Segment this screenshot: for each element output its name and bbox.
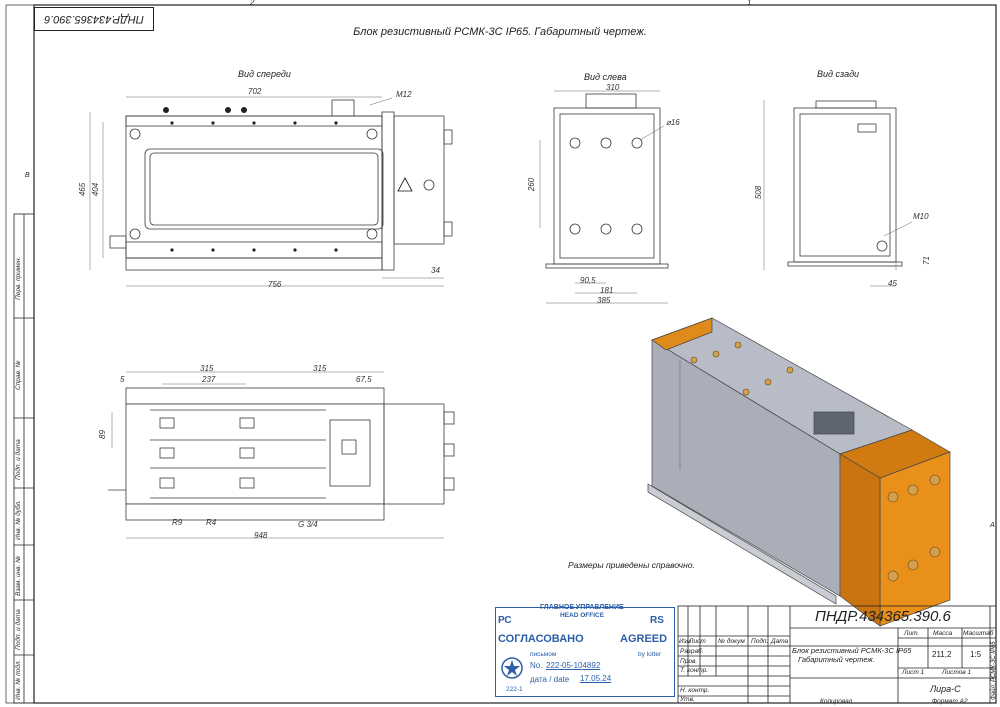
tb-company: Лира-С — [930, 684, 961, 694]
dim-rear-height: 508 — [754, 185, 764, 200]
side-label-2: Справ. № — [15, 360, 22, 390]
front-view — [89, 96, 453, 287]
dim-top-r1: R9 — [172, 518, 183, 527]
side-label-3: Подп. и дата — [15, 439, 22, 480]
tb-role-3: Т. контр. — [680, 667, 709, 674]
dim-top-f: 89 — [97, 430, 107, 439]
stamp-head-ru: ГЛАВНОЕ УПРАВЛЕНИЕ — [540, 604, 624, 611]
dim-left-width: 385 — [597, 296, 611, 305]
stamp-date-label: дата / date — [530, 675, 570, 684]
dim-rear-thread: М10 — [913, 212, 929, 221]
tb-role-4: Н. контр. — [680, 687, 710, 694]
tb-role-5: Утв. — [680, 696, 695, 703]
tb-copied: Копировал — [820, 698, 853, 705]
stamp-rs: RS — [650, 615, 664, 626]
dim-left-height: 260 — [527, 177, 537, 192]
stamp-head-en: HEAD OFFICE — [560, 612, 605, 619]
tb-name-line2: Габаритный чертеж. — [798, 655, 875, 664]
stamp-by-letter: by lotter — [638, 651, 662, 658]
side-label-7: Инв. № подл. — [15, 659, 22, 700]
side-label-5: Взам. инв. № — [15, 555, 22, 596]
stamp-code: 222-1 — [506, 686, 523, 693]
approval-stamp — [495, 607, 675, 697]
tb-sheet: Лист 1 — [902, 669, 925, 676]
tb-doc-number: ПНДР.434365.390.6 — [815, 608, 951, 625]
tb-sheets: Листов 1 — [942, 669, 972, 676]
doc-number-rotated: ПНДР.434365.390.6 — [44, 13, 144, 25]
tb-col-list: Лист — [689, 638, 706, 645]
dim-top-r2: R4 — [206, 518, 217, 527]
tb-role-1: Разраб. — [680, 648, 704, 655]
dim-top-a: 315 — [200, 364, 214, 373]
dim-left-d2: 181 — [600, 286, 614, 295]
top-view — [108, 371, 455, 539]
drawing-title: Блок резистивный РСМК-3С IP65. Габаритны… — [353, 26, 647, 38]
tb-col-izm: Изм — [679, 638, 692, 645]
dim-front-height-total: 465 — [78, 182, 88, 197]
front-bolts — [163, 107, 338, 252]
dim-front-top: 702 — [248, 87, 262, 96]
view-label-left: Вид слева — [584, 72, 627, 82]
dim-front-width: 756 — [268, 280, 282, 289]
stamp-no-value: 222-05-104892 — [546, 661, 601, 670]
tb-lit: Лит. — [904, 630, 920, 637]
stamp-letter-ru: письмом — [530, 651, 557, 658]
isometric-terminals — [690, 341, 941, 582]
dim-left-d1: 90,5 — [580, 276, 596, 285]
side-strip — [13, 213, 35, 704]
left-view — [539, 90, 669, 304]
tb-col-docnum: № докум — [718, 638, 745, 645]
dim-front-height-inner: 404 — [91, 182, 101, 197]
tb-file: Файл: РСМК-3С IP65 — [991, 641, 997, 700]
stamp-emblem-icon — [501, 657, 523, 679]
dim-left-diam: ⌀16 — [666, 118, 680, 127]
tb-scale: Масштаб — [963, 630, 994, 637]
dim-top-d: 5 — [120, 375, 125, 384]
stamp-pc: РС — [498, 615, 512, 626]
rear-view — [763, 100, 913, 287]
view-label-front: Вид спереди — [238, 69, 291, 79]
doc-number-rotated-box: ПНДР.434365.390.6 — [34, 7, 154, 31]
reference-note: Размеры приведены справочно. — [568, 560, 695, 570]
tb-mass: Масса — [933, 630, 953, 637]
dim-top-e: 67,5 — [356, 375, 372, 384]
zone-letter-b: В — [25, 172, 30, 179]
dim-top-width: 948 — [254, 531, 268, 540]
dim-top-b: 315 — [313, 364, 327, 373]
dim-front-offset: 34 — [431, 266, 440, 275]
side-label-4: Инв. № дубл. — [15, 500, 22, 540]
side-label-1: Перв. примен. — [15, 256, 22, 300]
tb-mass-value: 211,2 — [932, 650, 952, 659]
title-block — [677, 605, 997, 704]
dim-front-thread: М12 — [396, 90, 412, 99]
tb-format: Формат А2 — [932, 698, 968, 705]
dim-top-g: G 3/4 — [298, 520, 318, 529]
zone-number-2: 2 — [250, 0, 255, 7]
stamp-date-value: 17.05.24 — [580, 674, 612, 683]
stamp-no-label: No. — [530, 661, 543, 670]
tb-scale-value: 1:5 — [970, 650, 982, 659]
tb-name-line1: Блок резистивный РСМК-3С IP65 — [792, 646, 912, 655]
tb-col-sign: Подп. — [751, 638, 769, 645]
stamp-agreed-en: AGREED — [620, 633, 668, 645]
tb-role-2: Пров. — [680, 658, 698, 665]
view-label-rear: Вид сзади — [817, 69, 860, 79]
dim-rear-h2: 71 — [921, 256, 931, 265]
zone-letter-a: А — [990, 522, 995, 529]
zone-number-1: 1 — [747, 0, 752, 7]
isometric-view — [647, 317, 951, 627]
side-label-6: Подп. и дата — [15, 609, 22, 650]
dim-left-top: 310 — [606, 83, 620, 92]
dim-top-c: 237 — [202, 375, 216, 384]
dim-rear-w: 45 — [888, 279, 897, 288]
tb-col-date: Дата — [771, 638, 789, 645]
stamp-agreed-ru: СОГЛАСОВАНО — [498, 633, 584, 645]
